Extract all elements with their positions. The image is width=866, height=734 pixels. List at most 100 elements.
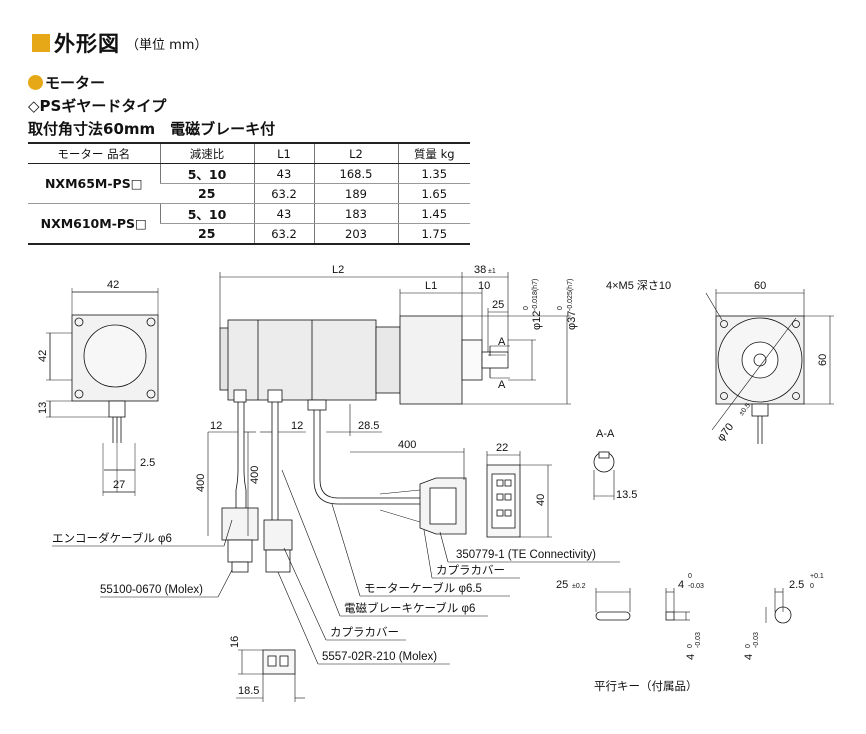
dim-phi37-upper: 0 xyxy=(557,306,564,310)
mass-cell: 1.65 xyxy=(397,183,470,204)
dim-12-b: 12 xyxy=(291,420,303,432)
table-row: NXM65M-PS□ 5、10 43 168.5 1.35 xyxy=(28,163,470,204)
dim-l1: L1 xyxy=(425,280,437,292)
section-label: モーター xyxy=(45,74,106,92)
ratio-cell: 25 xyxy=(160,223,254,245)
rear-view xyxy=(46,288,159,496)
section-heading: モーター xyxy=(28,72,105,93)
parallel-key xyxy=(595,588,792,624)
motor-cable-label: モーターケーブル φ6.5 xyxy=(364,581,482,595)
section-mark-a-top: A xyxy=(498,336,506,348)
l1-cell: 43 xyxy=(253,203,314,224)
key-4-a: 4 xyxy=(678,579,684,591)
title-marker xyxy=(32,34,50,52)
key-4-a-upper: 0 xyxy=(688,573,692,580)
page-title: 外形図 （単位 mm） xyxy=(32,30,207,56)
header-mass: 質量 kg xyxy=(397,142,470,164)
bolt-hole-icon xyxy=(720,320,800,400)
l1-cell: 63.2 xyxy=(253,183,314,204)
header-model: モーター 品名 xyxy=(28,142,160,164)
coupler-cover-label-2: カプラカバー xyxy=(330,626,399,639)
dim-phi70: φ70 xyxy=(715,421,736,444)
size-line: 取付角寸法60mm 電磁ブレーキ付 xyxy=(28,120,276,138)
key-4-b-tol: -0.03 xyxy=(695,632,702,648)
table-row: NXM610M-PS□ 5、10 43 183 1.45 xyxy=(28,203,470,245)
side-dimensions xyxy=(219,272,571,405)
key-4-c-upper: 0 xyxy=(745,644,752,648)
ratio-cell: 5、10 xyxy=(159,163,254,184)
dim-38-tol: ±1 xyxy=(488,268,496,275)
key-4-a-tol: -0.03 xyxy=(688,583,704,590)
key-25: 25 xyxy=(556,579,568,591)
key-4-c: 4 xyxy=(743,654,755,660)
model-cell: NXM610M-PS□ xyxy=(28,203,160,245)
dim-28-5: 28.5 xyxy=(358,420,379,432)
dim-38: 38 xyxy=(474,264,486,276)
dim-10: 10 xyxy=(478,280,490,292)
mass-cell: 1.35 xyxy=(397,163,470,184)
unit-note: （単位 mm） xyxy=(126,37,208,53)
dim-phi37: φ37 xyxy=(566,311,578,330)
l2-cell: 203 xyxy=(313,223,398,245)
dim-25: 25 xyxy=(492,299,504,311)
dim-13: 13 xyxy=(37,402,49,414)
type-line: ◇PSギヤードタイプ xyxy=(28,97,167,115)
dim-60-top: 60 xyxy=(754,280,766,292)
key-2-5-lower: 0 xyxy=(810,583,814,590)
mass-cell: 1.45 xyxy=(397,203,470,224)
l2-cell: 168.5 xyxy=(313,163,398,184)
spec-table: モーター 品名 減速比 L1 L2 質量 kg NXM65M-PS□ 5、10 … xyxy=(28,142,470,245)
leaders xyxy=(52,469,620,665)
key-2-5: 2.5 xyxy=(789,579,804,591)
dim-22: 22 xyxy=(496,442,508,454)
te-connector-label: 350779-1 (TE Connectivity) xyxy=(456,549,596,561)
table-row: 25 63.2 203 1.75 xyxy=(28,223,470,245)
dim-l2: L2 xyxy=(332,264,344,276)
dim-m5: 4×M5 深さ10 xyxy=(606,279,671,292)
table-row: 25 63.2 189 1.65 xyxy=(28,183,470,204)
dim-42-top: 42 xyxy=(107,279,119,291)
cables xyxy=(221,402,521,573)
dim-12-a: 12 xyxy=(210,420,222,432)
dim-phi12-upper: 0 xyxy=(523,306,530,310)
section-aa-label: A-A xyxy=(596,428,615,440)
dim-2-5: 2.5 xyxy=(140,457,155,469)
header-l1: L1 xyxy=(253,142,314,164)
dim-phi12: φ12 xyxy=(531,311,543,330)
dim-400-v2: 400 xyxy=(249,466,261,484)
title-text: 外形図 xyxy=(54,32,120,56)
table-header-row: モーター 品名 減速比 L1 L2 質量 kg xyxy=(28,142,470,164)
header-ratio: 減速比 xyxy=(159,142,254,164)
molex-connector-label-2: 5557-02R-210 (Molex) xyxy=(322,651,437,663)
bolt-hole-icon xyxy=(74,317,156,399)
section-mark-a-bottom: A xyxy=(498,379,506,391)
dim-400-h: 400 xyxy=(398,439,416,451)
dim-42-side: 42 xyxy=(37,350,49,362)
front-view xyxy=(705,289,834,444)
cable-dimensions xyxy=(207,404,552,538)
dim-phi37-tol: -0.025(h7) xyxy=(567,279,574,311)
key-4-b: 4 xyxy=(685,654,697,660)
dim-phi70-tol: ±0.5 xyxy=(738,402,752,417)
l2-cell: 189 xyxy=(313,183,398,204)
connector-detail xyxy=(236,649,305,702)
dim-18-5: 18.5 xyxy=(238,685,259,697)
l1-cell: 63.2 xyxy=(253,223,314,245)
ratio-cell: 25 xyxy=(160,183,254,204)
molex-connector-label-1: 55100-0670 (Molex) xyxy=(100,584,203,596)
section-dot-icon xyxy=(28,75,43,90)
mass-cell: 1.75 xyxy=(397,223,470,245)
dim-phi12-tol: -0.018(h7) xyxy=(532,279,539,311)
dim-16: 16 xyxy=(229,636,241,648)
key-4-c-tol: -0.03 xyxy=(753,632,760,648)
model-cell: NXM65M-PS□ xyxy=(28,163,160,204)
ratio-cell: 5、10 xyxy=(159,203,254,224)
l2-cell: 183 xyxy=(313,203,398,224)
coupler-cover-label-1: カプラカバー xyxy=(436,564,505,577)
dim-13-5: 13.5 xyxy=(616,489,637,501)
dim-400-v1: 400 xyxy=(195,474,207,492)
encoder-cable-label: エンコーダケーブル φ6 xyxy=(52,531,172,545)
key-4-b-upper: 0 xyxy=(687,644,694,648)
l1-cell: 43 xyxy=(253,163,314,184)
